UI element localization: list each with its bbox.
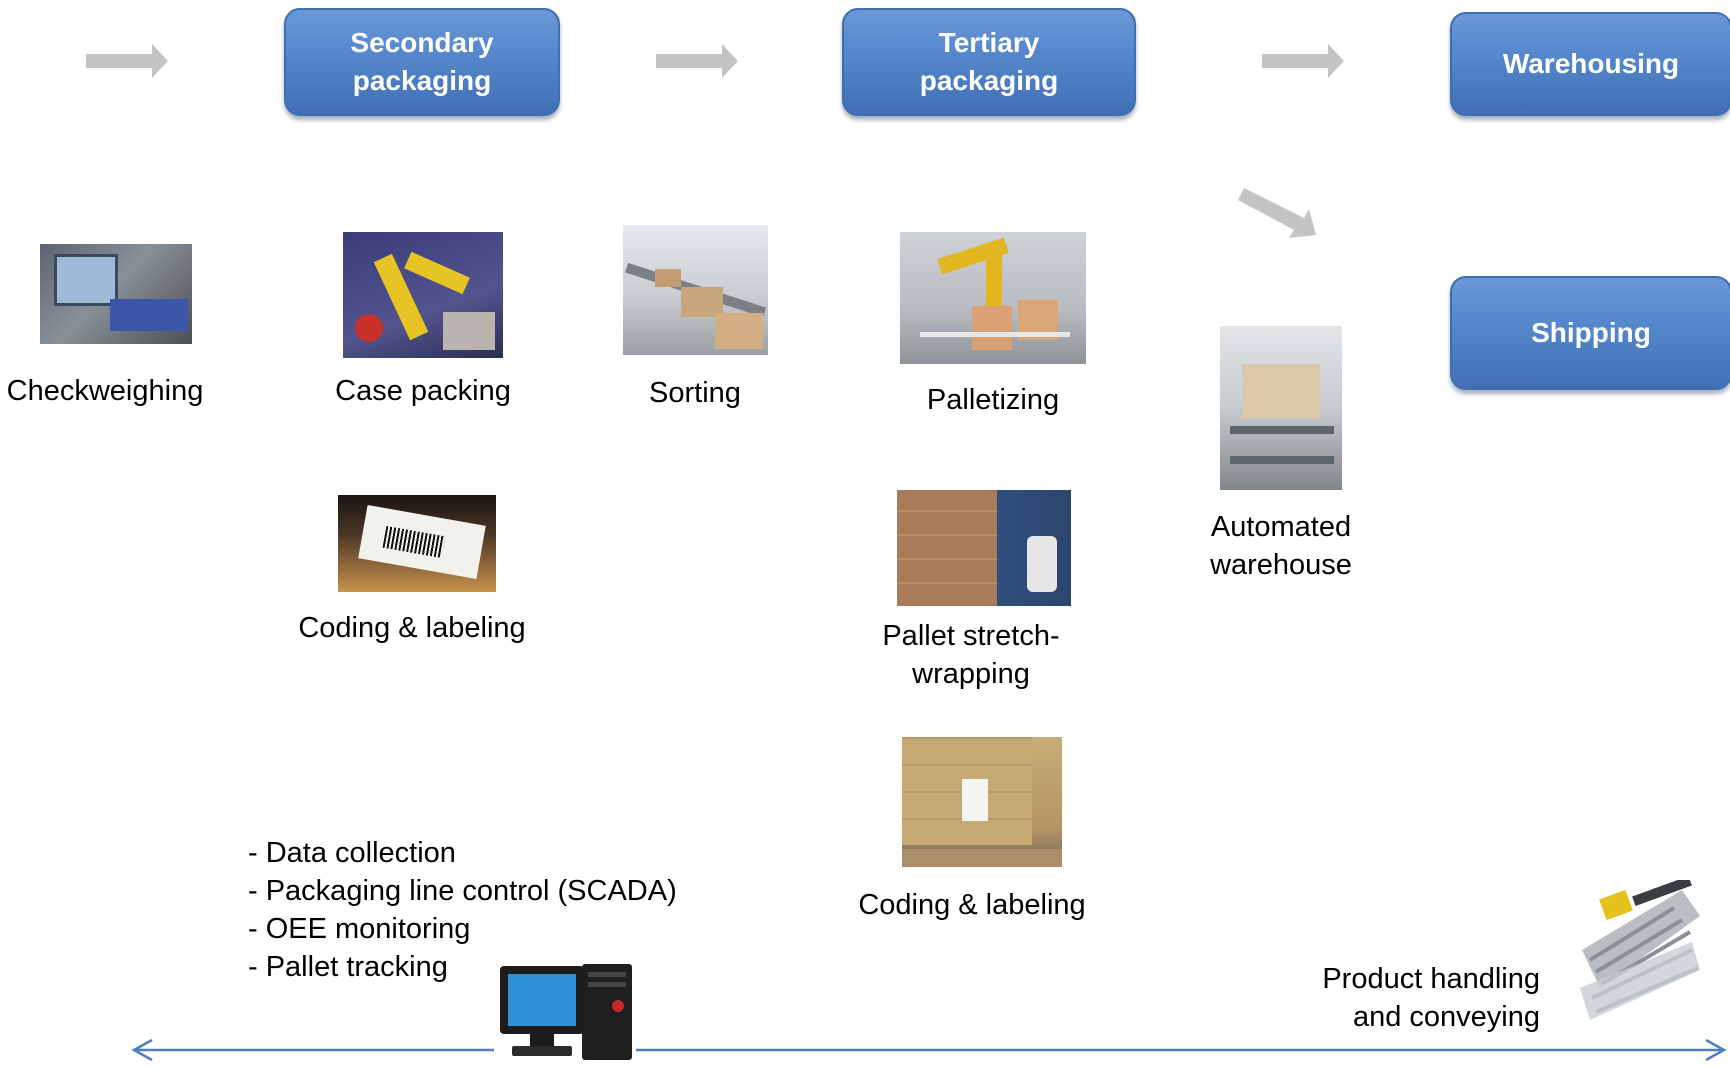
caption-coding-labeling-pallet: Coding & labeling bbox=[858, 889, 1086, 921]
case-packing-image bbox=[343, 232, 503, 358]
arrow-right-icon bbox=[656, 44, 738, 78]
caption-product-handling: Product handling and conveying bbox=[1322, 963, 1540, 1033]
caption-coding-labeling-case: Coding & labeling bbox=[298, 612, 526, 644]
caption-sorting: Sorting bbox=[649, 377, 741, 409]
arrow-right-icon bbox=[86, 44, 168, 78]
function-item: - Packaging line control (SCADA) bbox=[248, 875, 677, 907]
arrow-right-icon bbox=[1262, 44, 1344, 78]
checkweighing-image bbox=[40, 244, 192, 344]
caption-automated-warehouse: Automated warehouse bbox=[1210, 511, 1352, 581]
caption-palletizing: Palletizing bbox=[926, 384, 1060, 416]
flow-arrows bbox=[86, 44, 1344, 238]
stage-secondary-packaging: Secondary packaging bbox=[284, 8, 560, 116]
caption-pallet-stretch-wrapping: Pallet stretch- wrapping bbox=[882, 620, 1060, 690]
stage-warehousing: Warehousing bbox=[1450, 12, 1730, 116]
arrow-diagonal-icon bbox=[1238, 188, 1316, 238]
pallet-label-image bbox=[902, 737, 1062, 867]
function-item: - OEE monitoring bbox=[248, 913, 471, 945]
stretch-wrapping-image bbox=[897, 490, 1071, 606]
caption-case-packing: Case packing bbox=[335, 375, 511, 407]
case-label-image bbox=[338, 495, 496, 592]
caption-checkweighing: Checkweighing bbox=[6, 375, 204, 407]
automated-warehouse-image bbox=[1220, 326, 1342, 490]
stage-shipping: Shipping bbox=[1450, 276, 1730, 390]
function-list: - Data collection - Packaging line contr… bbox=[248, 834, 677, 986]
stage-tertiary-packaging: Tertiary packaging bbox=[842, 8, 1136, 116]
function-item: - Pallet tracking bbox=[248, 951, 448, 983]
timeline-arrow bbox=[131, 1038, 1727, 1062]
function-item: - Data collection bbox=[248, 837, 456, 869]
computer-icon bbox=[494, 956, 636, 1066]
conveyor-scanner-icon bbox=[1580, 880, 1700, 1020]
palletizing-image bbox=[900, 232, 1086, 364]
sorting-image bbox=[623, 225, 768, 355]
